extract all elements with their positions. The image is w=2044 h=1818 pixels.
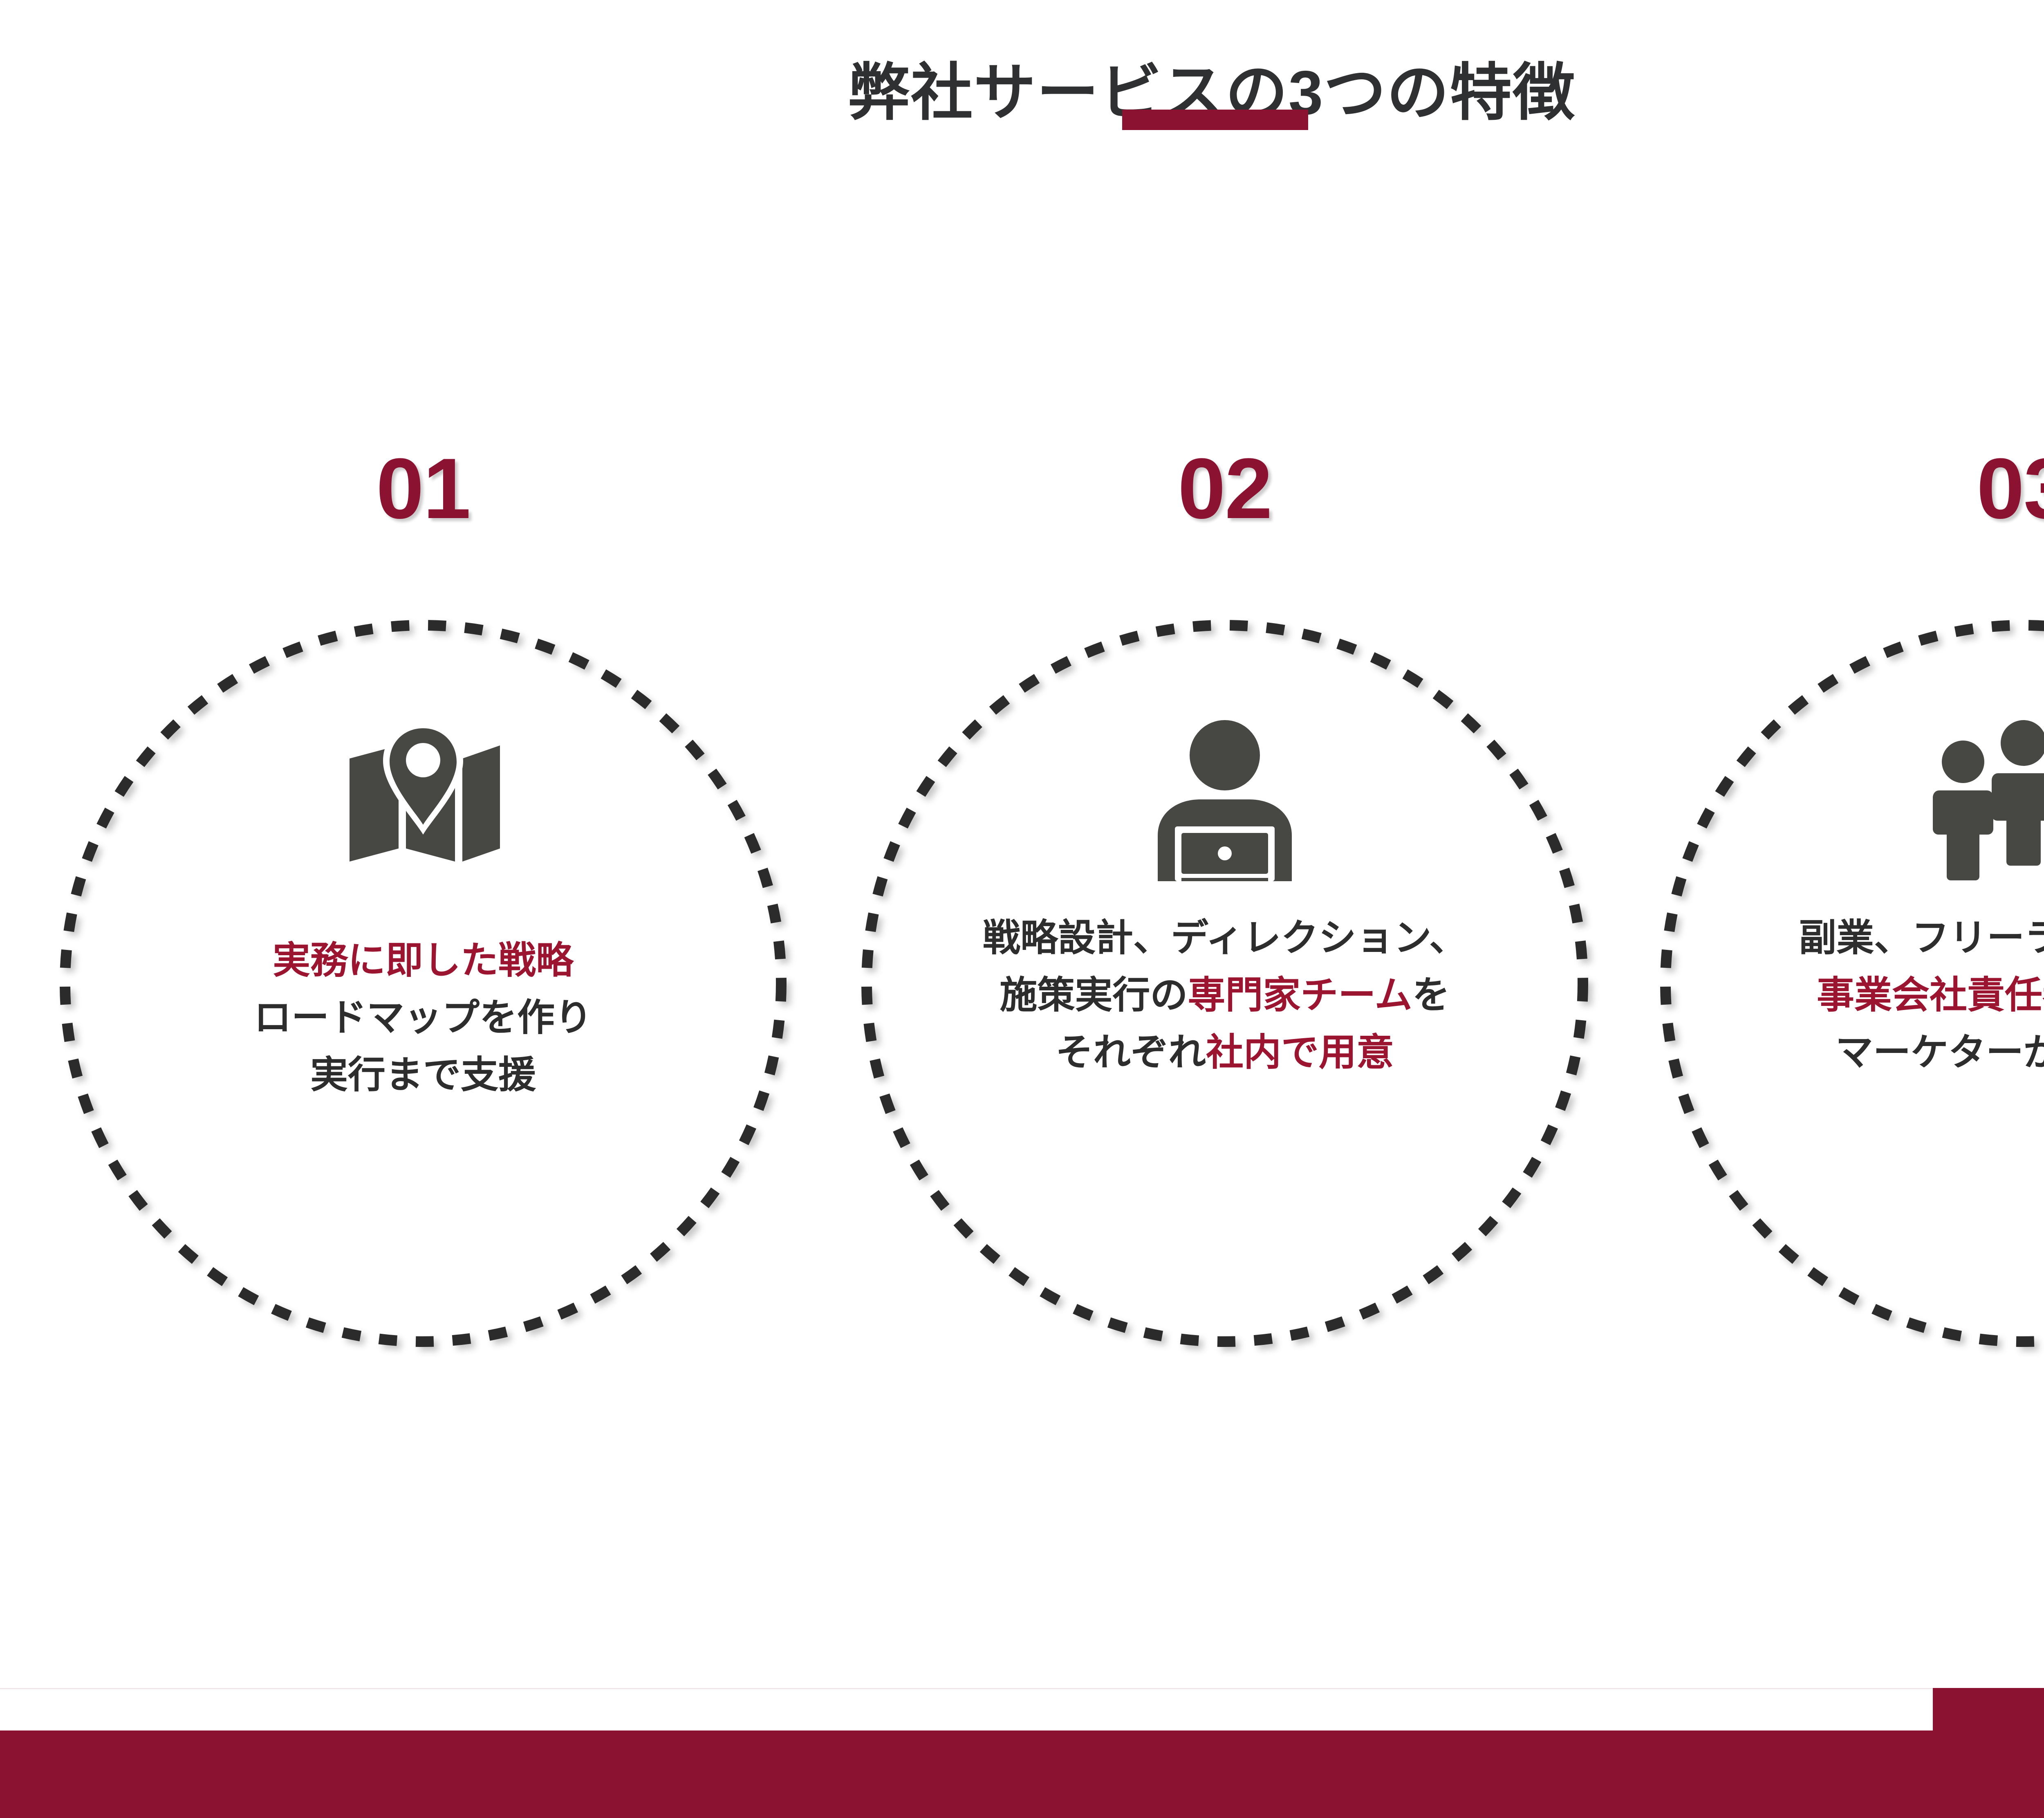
dashed-circle-01: 実務に即した戦略 ロードマップを作り 実行まで支援 bbox=[55, 615, 791, 1351]
card-line-tail: を bbox=[1412, 974, 1450, 1016]
card-line-highlight: 専門家チーム bbox=[1188, 974, 1412, 1016]
card-text-02: 戦略設計、ディレクション、 施策実行の専門家チームを それぞれ社内で用意 bbox=[857, 910, 1593, 1081]
card-line-highlight: 事業会社責任者レベル bbox=[1816, 974, 2044, 1016]
map-pin-icon bbox=[55, 718, 791, 883]
card-line: 実務に即した戦略 bbox=[272, 940, 574, 981]
footer-bar bbox=[0, 1730, 2044, 1818]
footer-hairline bbox=[0, 1688, 2044, 1689]
card-text-01: 実務に即した戦略 ロードマップを作り 実行まで支援 bbox=[55, 932, 791, 1104]
dashed-circle-svg bbox=[60, 620, 787, 1347]
card-number-01: 01 bbox=[376, 440, 471, 536]
card-line: 事業会社責任者レベルの bbox=[1656, 967, 2044, 1024]
dashed-circle-svg bbox=[1660, 620, 2044, 1347]
card-line-highlight: 社内で用意 bbox=[1206, 1031, 1394, 1073]
feature-card-02: 02 戦略設計、ディレクション、 施策実行の専門家チームを それ bbox=[836, 446, 1613, 1386]
card-line: 副業、フリーランスとして bbox=[1799, 917, 2044, 959]
feature-card-01: 01 bbox=[35, 446, 811, 1386]
card-number-03: 03 bbox=[1977, 440, 2044, 536]
card-text-03: 副業、フリーランスとして 事業会社責任者レベルの マーケターが多く在籍 bbox=[1656, 910, 2044, 1081]
card-line-lead: それぞれ bbox=[1055, 1031, 1206, 1073]
card-line: 戦略設計、ディレクション、 bbox=[982, 917, 1467, 959]
card-line: マーケターが多く在籍 bbox=[1835, 1031, 2044, 1073]
card-line: 実行まで支援 bbox=[310, 1054, 536, 1096]
card-line: ロードマップを作り bbox=[253, 997, 592, 1039]
card-line: それぞれ社内で用意 bbox=[857, 1024, 1593, 1082]
dashed-circle-svg bbox=[861, 620, 1588, 1347]
title-block: 弊社サービスの3つの特徴 bbox=[0, 57, 2044, 129]
card-line: 施策実行の専門家チームを bbox=[857, 967, 1593, 1024]
three-people-icon bbox=[1656, 718, 2044, 883]
card-line-lead: 施策実行の bbox=[1000, 974, 1188, 1016]
person-laptop-icon bbox=[857, 718, 1593, 883]
dashed-circle-02: 戦略設計、ディレクション、 施策実行の専門家チームを それぞれ社内で用意 bbox=[857, 615, 1593, 1351]
dashed-circle-03: 副業、フリーランスとして 事業会社責任者レベルの マーケターが多く在籍 bbox=[1656, 615, 2044, 1351]
title-underline-bar bbox=[1122, 110, 1308, 130]
page-number-block: 11 bbox=[1933, 1688, 2044, 1818]
card-number-02: 02 bbox=[1178, 440, 1273, 536]
feature-card-03: 03 副業、フリーランスとして 事業 bbox=[1635, 446, 2044, 1386]
